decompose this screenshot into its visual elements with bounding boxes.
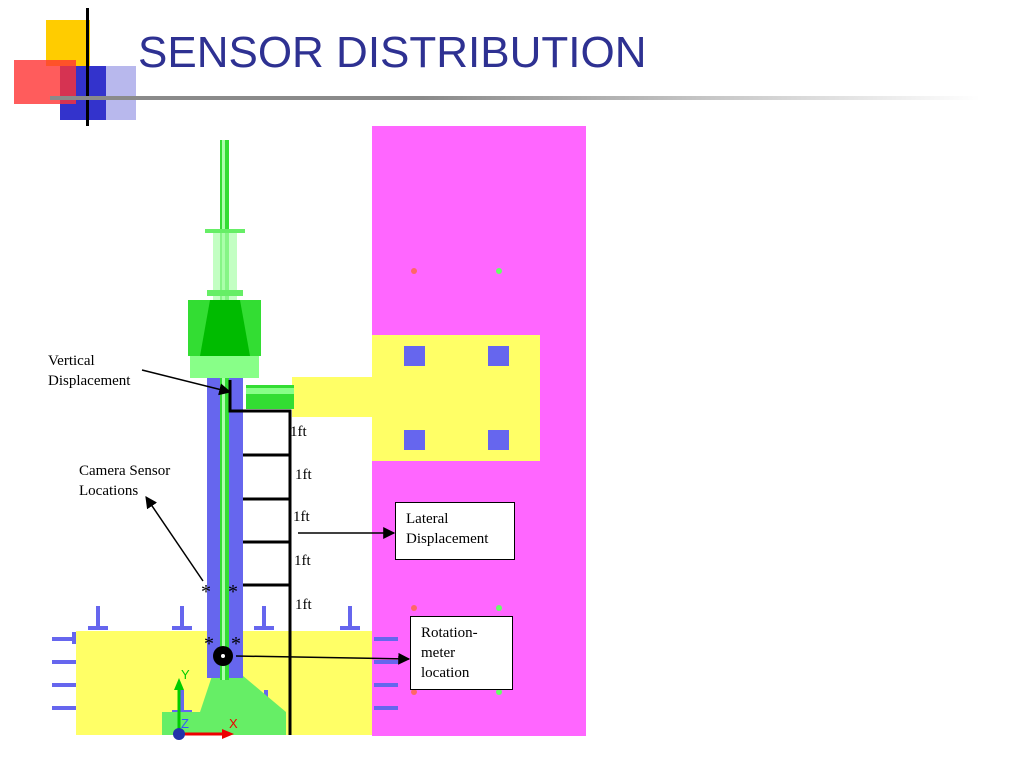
vertical-sensor-bracket (228, 380, 292, 735)
connection-plate (372, 335, 540, 461)
rotation-arrow (235, 652, 411, 665)
camera-star-4: * (231, 633, 241, 655)
spacing-label-1: 1ft (290, 424, 307, 440)
beam-arm (292, 377, 374, 417)
rotation-meter-box: Rotation- meter location (410, 616, 513, 690)
camera-star-1: * (201, 581, 211, 603)
camera-star-2: * (228, 581, 238, 603)
spacing-label-2: 1ft (295, 467, 312, 483)
camera-sensor-label: Camera Sensor Locations (79, 463, 171, 499)
vertical-arrow (141, 369, 232, 396)
vertical-displacement-label: Vertical Displacement (48, 353, 131, 389)
spacing-label-4: 1ft (294, 553, 311, 569)
axis-x-label: X (229, 716, 238, 731)
slide-title: SENSOR DISTRIBUTION (138, 28, 647, 77)
spacing-label-3: 1ft (293, 509, 310, 525)
camera-arrow (145, 496, 204, 582)
lateral-displacement-box: Lateral Displacement (395, 502, 515, 560)
camera-star-3: * (204, 633, 214, 655)
axis-y-label: Y (181, 667, 190, 682)
spacing-label-5: 1ft (295, 597, 312, 613)
axis-z-label: Z (181, 716, 189, 731)
title-underline (50, 96, 980, 100)
